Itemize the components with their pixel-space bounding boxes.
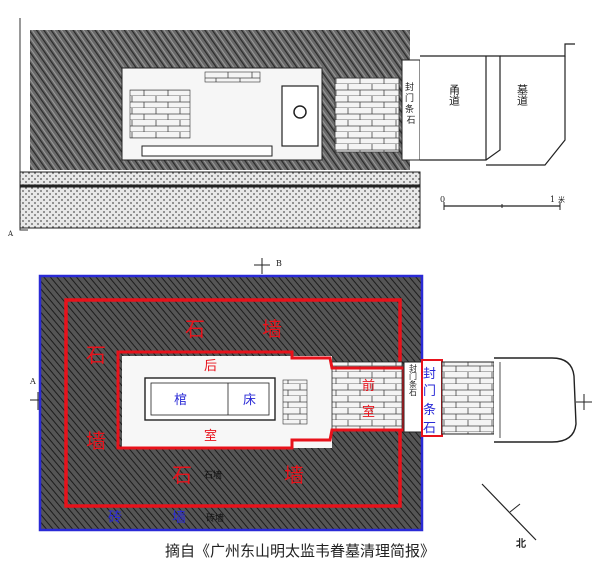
section-marker-b: B [254,258,282,274]
label-brick-wall: 砖 [108,510,122,526]
svg-text:1: 1 [550,195,555,204]
top-side-label-a: A [7,230,14,238]
svg-text:A: A [29,377,36,386]
label-stone-wall-bottom: 石 [172,463,192,487]
north-arrow: 北 [481,483,537,550]
inner-seal-stone-label: 封门条石 [409,363,418,397]
svg-text:米: 米 [558,195,565,204]
svg-text:北: 北 [516,537,526,550]
ramp [494,357,577,443]
label-stone-wall-bottom-2: 墙 [284,463,304,487]
svg-text:0: 0 [440,195,445,204]
small-label-stone-wall: 石墙 [204,469,222,481]
label-stone-wall-top: 石 [185,317,205,341]
label-bed: 床 [243,393,256,408]
label-brick-wall-2: 墙 [172,510,186,526]
label-front-chamber: 前 [362,378,375,394]
label-rear-chamber: 后 [204,359,217,374]
label-front-chamber-2: 室 [362,404,375,420]
label-stone-wall-left-2: 墙 [86,429,106,453]
label-mudao: 墓道 [516,84,529,106]
label-stone-wall-top-2: 墙 [262,317,282,341]
label-stone-wall-left: 石 [86,343,106,367]
label-yongdao: 甬道 [448,84,461,106]
bottom-plan-drawing: B A 封门条石 [29,258,592,550]
top-coffin-bed [281,85,319,147]
top-passage-outline [420,55,501,161]
svg-text:B: B [276,259,282,268]
front-chamber-floor [331,361,403,431]
figure-caption: 摘自《广州东山明太监韦眷墓清理简报》 [164,542,435,560]
top-seal-stone-label: 封 门 条 石 [405,81,417,126]
coffin-bed [144,377,276,421]
label-rear-chamber-2: 室 [204,428,217,444]
top-section-drawing: 封 门 条 石 甬道 墓道 A 0 1 米 [7,18,575,238]
label-seal-stone-4: 石 [423,421,436,436]
label-seal-stone-1: 封 [423,367,436,382]
label-coffin: 棺 [174,393,187,408]
top-outer-frame [19,18,28,231]
top-foundation-strip [19,171,421,229]
label-seal-stone-2: 门 [423,384,436,399]
small-label-brick-wall: 砖墙 [206,512,224,524]
label-seal-stone-3: 条 [423,402,436,418]
section-marker-right [576,394,592,410]
scale-bar: 0 1 米 [440,195,565,210]
